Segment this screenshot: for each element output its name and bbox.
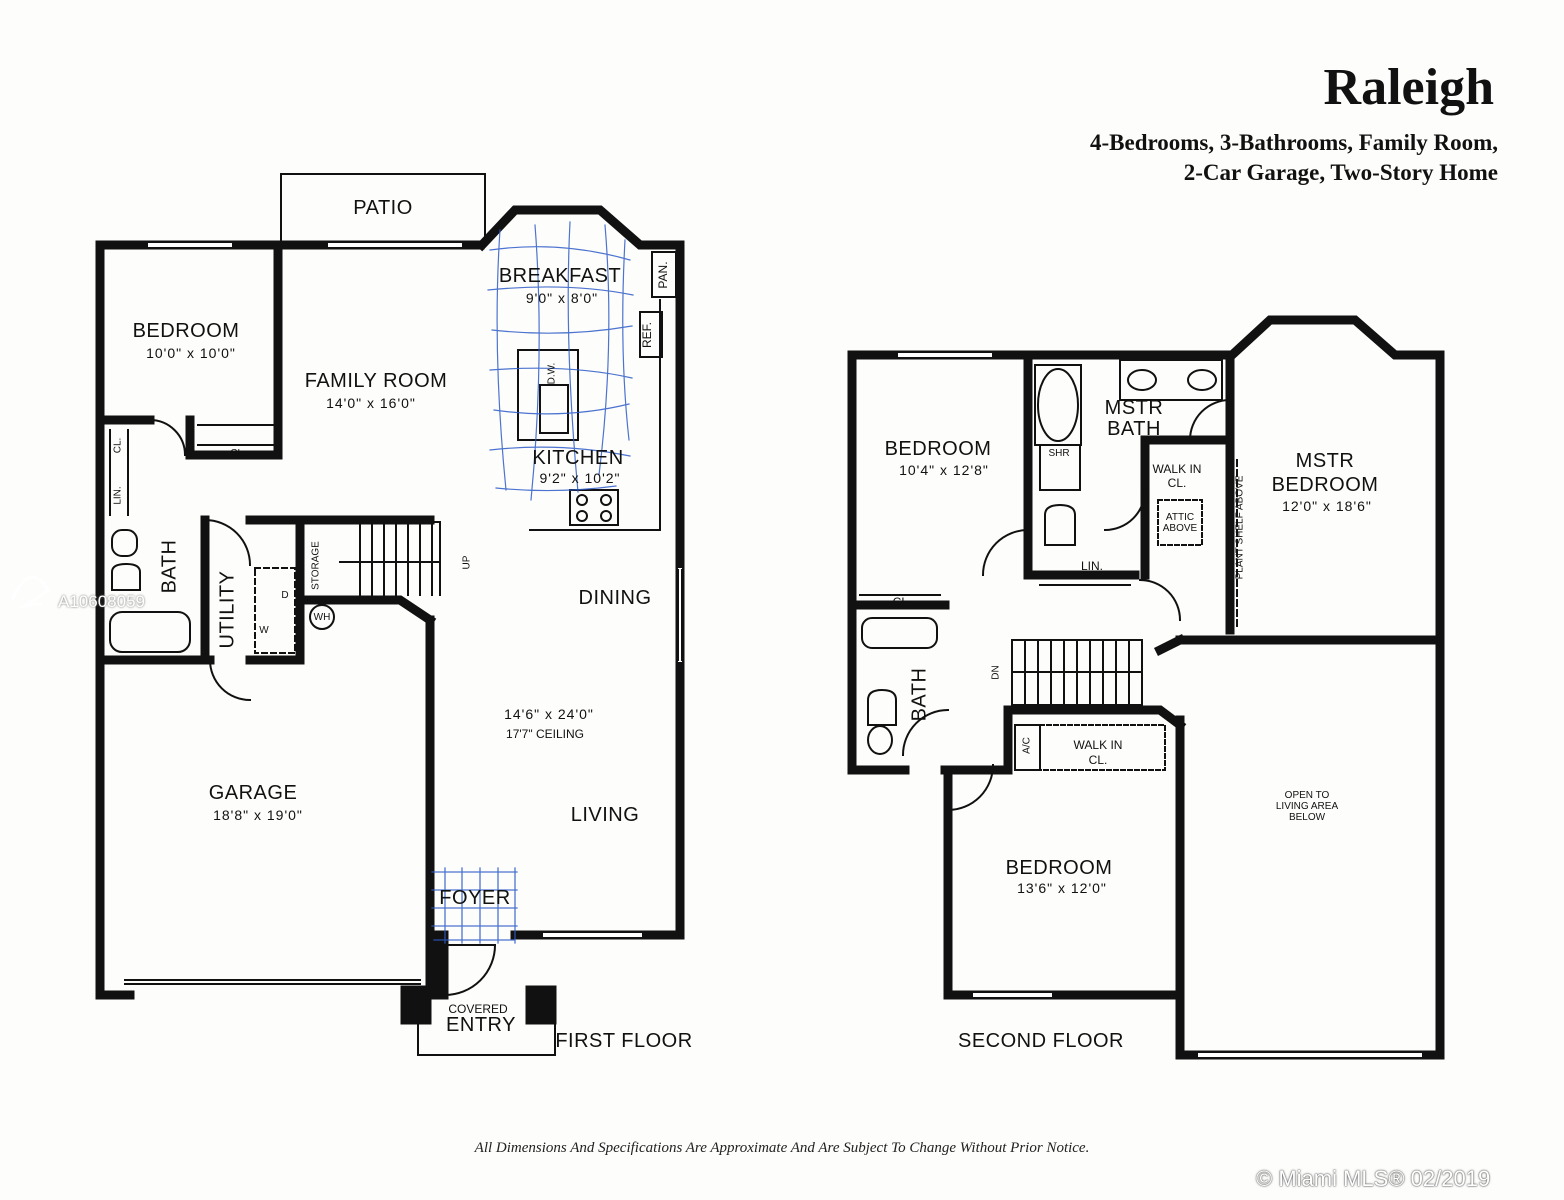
mls-copyright-watermark: © Miami MLS® 02/2019: [1256, 1166, 1491, 1191]
washer-label: W: [259, 625, 269, 636]
stairs-up-label: UP: [461, 555, 473, 570]
garage-label: GARAGE: [208, 782, 298, 804]
stairs-down-label: DN: [990, 665, 1002, 680]
bedroom-1-label: BEDROOM: [132, 320, 240, 342]
dining-label: DINING: [578, 587, 652, 609]
bedroom-3-label: BEDROOM: [1005, 857, 1113, 879]
master-bedroom-label-2: BEDROOM: [1271, 474, 1379, 496]
attic-label-2: ABOVE: [1162, 523, 1198, 534]
open-to-below-label-1: OPEN TO: [1284, 790, 1330, 801]
open-to-below-label-2: LIVING AREA: [1275, 801, 1339, 812]
closet-2-label: CL.: [230, 448, 246, 459]
patio-label: PATIO: [353, 197, 413, 219]
mls-logo-mark: [10, 575, 50, 610]
walk-in-closet-2-label: WALK IN: [1073, 738, 1123, 752]
first-floor-label: FIRST FLOOR: [555, 1030, 693, 1052]
plan-title: Raleigh: [1323, 59, 1494, 116]
open-to-below-label-3: BELOW: [1288, 812, 1326, 823]
breakfast-dims: 9'0" x 8'0": [525, 290, 599, 306]
storage-label: STORAGE: [310, 541, 322, 590]
ink-scribble-foyer: [431, 867, 518, 944]
disclaimer-text: All Dimensions And Specifications Are Ap…: [474, 1140, 1090, 1156]
bath-1-label: BATH: [158, 539, 181, 594]
bedroom-2-label: BEDROOM: [884, 438, 992, 460]
dryer-label: D: [281, 590, 289, 601]
breakfast-label: BREAKFAST: [498, 265, 622, 287]
listing-id-watermark: A10608059: [58, 592, 145, 611]
walk-in-closet-1-label-2: CL.: [1167, 476, 1187, 490]
bedroom-3-dims: 13'6" x 12'0": [1017, 880, 1107, 896]
air-handler-label: A/C: [1021, 737, 1033, 754]
bath-2-label: BATH: [908, 667, 931, 722]
ink-scribble-kitchen: [487, 221, 634, 501]
family-room-dims: 14'0" x 16'0": [326, 395, 416, 411]
living-label: LIVING: [570, 804, 640, 826]
attic-label-1: ATTIC: [1165, 512, 1195, 523]
dishwasher-label: D.W.: [546, 362, 558, 385]
bedroom-2-dims: 10'4" x 12'8": [899, 462, 989, 478]
shower-label: SHR: [1048, 448, 1070, 459]
family-room-label: FAMILY ROOM: [304, 370, 448, 392]
first-floor-walls: [95, 205, 685, 1025]
master-bath-label-2: BATH: [1107, 418, 1161, 440]
master-bedroom-dims: 12'0" x 18'6": [1282, 498, 1372, 514]
entry-label: ENTRY: [446, 1014, 516, 1036]
kitchen-label: KITCHEN: [532, 447, 624, 469]
plan-subtitle: 4-Bedrooms, 3-Bathrooms, Family Room, 2-…: [1090, 128, 1498, 188]
water-heater-label: WH: [313, 612, 331, 623]
living-dims: 14'6" x 24'0": [504, 706, 594, 722]
plan-subtitle-line1: 4-Bedrooms, 3-Bathrooms, Family Room,: [1089, 130, 1498, 155]
foyer-label: FOYER: [439, 887, 511, 909]
walk-in-closet-1-label: WALK IN: [1152, 462, 1202, 476]
linen-2-label: LIN.: [1080, 559, 1104, 573]
garage-dims: 18'8" x 19'0": [213, 807, 303, 823]
covered-label: COVERED: [448, 1002, 508, 1016]
pantry-label: PAN.: [656, 261, 670, 289]
closet-3-label: CL.: [892, 595, 912, 609]
refrigerator-label: REF.: [640, 321, 654, 349]
walk-in-closet-2-label-2: CL.: [1088, 753, 1108, 767]
bedroom-1-dims: 10'0" x 10'0": [146, 345, 236, 361]
living-ceiling: 17'7" CEILING: [506, 727, 584, 741]
second-floor-label: SECOND FLOOR: [957, 1030, 1125, 1052]
linen-label: LIN.: [112, 486, 124, 505]
first-floor-details: [109, 173, 683, 1056]
master-bath-label-1: MSTR: [1104, 397, 1164, 419]
plant-shelf-label: PLANT SHELF ABOVE: [1234, 475, 1246, 580]
closet-1-label: CL.: [112, 437, 124, 454]
second-floor-details: [859, 353, 1422, 1057]
master-bedroom-label-1: MSTR: [1295, 450, 1355, 472]
plan-subtitle-line2: 2-Car Garage, Two-Story Home: [1183, 160, 1498, 185]
kitchen-dims: 9'2" x 10'2": [539, 470, 621, 486]
utility-label: UTILITY: [216, 570, 239, 649]
